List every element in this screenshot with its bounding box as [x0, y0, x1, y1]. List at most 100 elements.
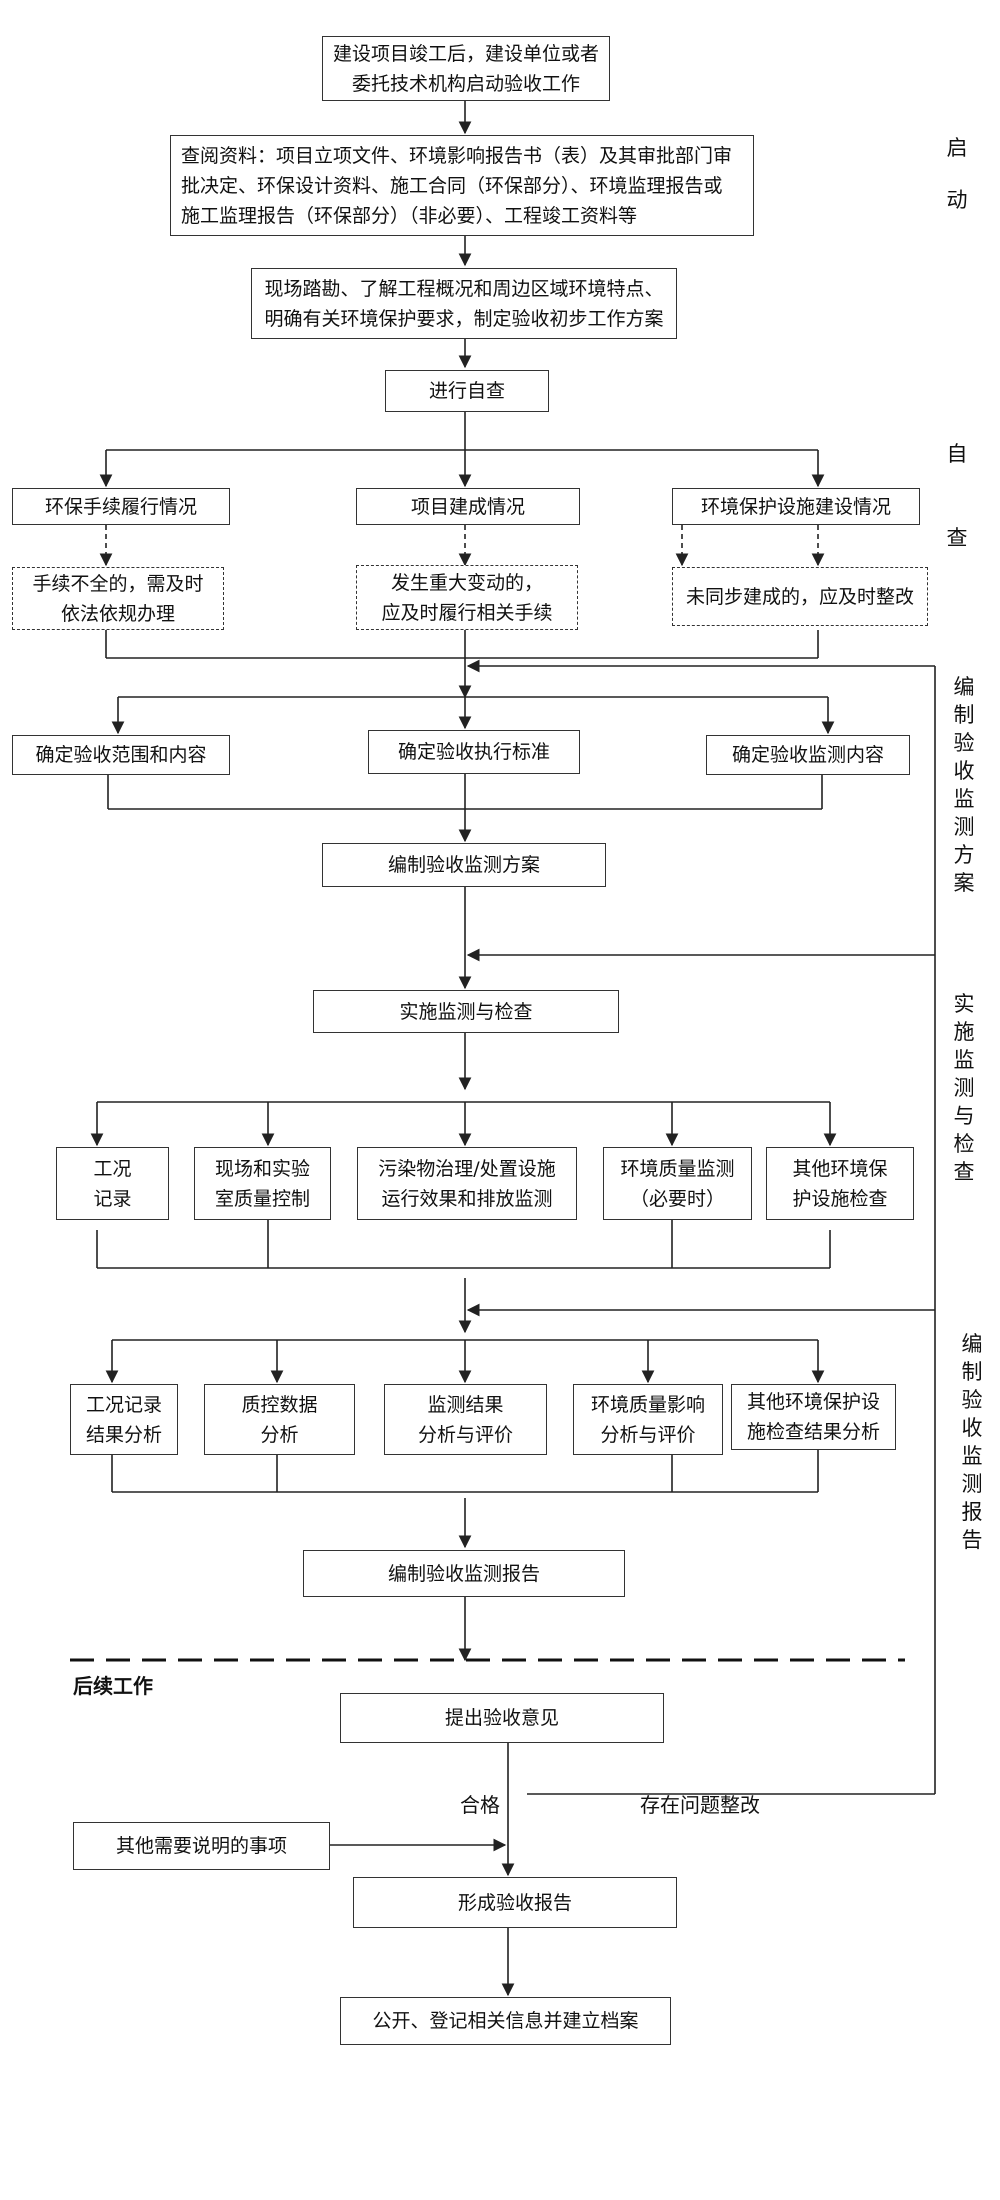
monitor-result-analysis-box: 监测结果分析与评价	[384, 1384, 547, 1455]
monitor-content-box: 确定验收监测内容	[706, 735, 910, 775]
monitor-content-label: 确定验收监测内容	[731, 744, 884, 766]
dashed-facility-label: 未同步建成的，应及时整改	[685, 585, 914, 608]
other-facility-check-box: 其他环境保护设施检查	[766, 1147, 914, 1220]
opinion-label: 提出验收意见	[444, 1707, 559, 1729]
stage-selfcheck-char-2: 查	[946, 526, 968, 550]
stage-implement: 实 施 监 测 与 检 查	[949, 990, 979, 1186]
other-matters-label: 其他需要说明的事项	[115, 1835, 287, 1857]
stage-plan-char-6: 测	[953, 815, 975, 839]
stage-selfcheck: 自 查	[942, 440, 972, 552]
stage-implement-char-5: 与	[953, 1104, 975, 1128]
standard-label: 确定验收执行标准	[397, 741, 550, 763]
stage-plan-char-7: 方	[953, 843, 975, 867]
work-record-analysis-line-1: 工况记录	[85, 1393, 162, 1416]
stage-report-char-3: 验	[961, 1388, 983, 1412]
plan-label: 编制验收监测方案	[387, 854, 540, 876]
start-line-1: 建设项目竣工后，建设单位或者	[332, 42, 599, 65]
quality-control-box: 现场和实验室质量控制	[194, 1147, 331, 1220]
monitor-result-analysis-line-1: 监测结果	[427, 1393, 504, 1416]
stage-report-char-1: 编	[961, 1332, 983, 1356]
report-box: 编制验收监测报告	[303, 1550, 625, 1597]
stage-plan-char-5: 监	[953, 787, 975, 811]
scope-label: 确定验收范围和内容	[35, 744, 207, 766]
dashed-procedure-line-1: 手续不全的，需及时	[32, 572, 204, 595]
selfcheck-box: 进行自查	[385, 370, 549, 412]
survey-line-2: 明确有关环境保护要求，制定验收初步工作方案	[264, 307, 664, 330]
work-record-line-1: 工况	[93, 1157, 132, 1180]
quality-control-line-2: 室质量控制	[214, 1187, 310, 1210]
survey-line-1: 现场踏勘、了解工程概况和周边区域环境特点、	[264, 277, 664, 300]
stage-plan-char-4: 收	[953, 759, 975, 783]
env-procedure-box: 环保手续履行情况	[12, 488, 230, 525]
implement-label: 实施监测与检查	[399, 1000, 533, 1023]
stage-start-char-1: 启	[946, 136, 968, 160]
implement-box: 实施监测与检查	[313, 990, 619, 1033]
publish-box: 公开、登记相关信息并建立档案	[340, 1997, 671, 2045]
other-facility-analysis-box: 其他环境保护设施检查结果分析	[731, 1384, 896, 1450]
stage-plan-char-8: 案	[953, 871, 975, 895]
work-record-analysis-box: 工况记录结果分析	[70, 1384, 178, 1455]
scope-box: 确定验收范围和内容	[12, 735, 230, 775]
stage-start: 启 动	[942, 134, 972, 214]
project-build-label: 项目建成情况	[410, 495, 525, 518]
accept-report-label: 形成验收报告	[457, 1891, 572, 1914]
stage-report-char-7: 报	[961, 1500, 983, 1524]
stage-start-char-2: 动	[946, 188, 968, 212]
stage-implement-char-3: 监	[953, 1048, 975, 1072]
dashed-change-line-2: 应及时履行相关手续	[381, 601, 553, 624]
docs-line-1: 查阅资料：项目立项文件、环境影响报告书（表）及其审批部门审	[181, 144, 733, 167]
env-procedure-label: 环保手续履行情况	[44, 495, 197, 518]
stage-implement-char-2: 施	[953, 1020, 975, 1044]
stage-plan-char-2: 制	[953, 703, 975, 727]
dashed-procedure-box: 手续不全的，需及时依法依规办理	[12, 567, 224, 630]
qc-data-analysis-line-1: 质控数据	[241, 1393, 318, 1416]
docs-line-3: 施工监理报告（环保部分）（非必要）、工程竣工资料等	[181, 204, 638, 227]
stage-implement-char-4: 测	[953, 1076, 975, 1100]
report-label: 编制验收监测报告	[387, 1562, 540, 1585]
env-impact-analysis-line-2: 分析与评价	[600, 1423, 696, 1446]
standard-box: 确定验收执行标准	[368, 730, 580, 774]
env-quality-monitor-line-2: （必要时）	[629, 1187, 725, 1210]
pollution-monitor-line-2: 运行效果和排放监测	[381, 1187, 553, 1210]
work-record-box: 工况记录	[56, 1147, 169, 1220]
start-box: 建设项目竣工后，建设单位或者委托技术机构启动验收工作	[322, 36, 610, 101]
stage-report-char-8: 告	[961, 1528, 983, 1552]
stage-implement-char-7: 查	[953, 1160, 975, 1184]
env-facility-label: 环境保护设施建设情况	[700, 495, 891, 518]
quality-control-line-1: 现场和实验	[214, 1157, 310, 1180]
env-impact-analysis-line-1: 环境质量影响	[590, 1393, 705, 1416]
selfcheck-label: 进行自查	[428, 380, 505, 402]
stage-implement-char-6: 检	[953, 1132, 975, 1156]
accept-report-box: 形成验收报告	[353, 1877, 677, 1928]
plan-box: 编制验收监测方案	[322, 843, 606, 887]
env-quality-monitor-line-1: 环境质量监测	[620, 1157, 735, 1180]
stage-plan-char-3: 验	[953, 731, 975, 755]
followup-label: 后续工作	[73, 1674, 153, 1698]
env-impact-analysis-box: 环境质量影响分析与评价	[573, 1384, 723, 1455]
problem-label: 存在问题整改	[640, 1793, 760, 1817]
other-facility-analysis-line-1: 其他环境保护设	[746, 1391, 880, 1413]
docs-line-2: 批决定、环保设计资料、施工合同（环保部分）、环境监理报告或	[181, 174, 723, 197]
pollution-monitor-line-1: 污染物治理/处置设施	[378, 1157, 556, 1180]
stage-plan: 编 制 验 收 监 测 方 案	[949, 673, 979, 897]
env-quality-monitor-box: 环境质量监测 （必要时）	[603, 1147, 752, 1220]
docs-box: 查阅资料：项目立项文件、环境影响报告书（表）及其审批部门审批决定、环保设计资料、…	[170, 135, 754, 236]
stage-plan-char-1: 编	[953, 675, 975, 699]
stage-implement-char-1: 实	[953, 992, 975, 1016]
other-facility-check-line-1: 其他环境保	[792, 1157, 888, 1180]
other-matters-box: 其他需要说明的事项	[73, 1822, 330, 1870]
env-facility-box: 环境保护设施建设情况	[672, 488, 920, 525]
opinion-box: 提出验收意见	[340, 1693, 664, 1743]
stage-report-char-4: 收	[961, 1416, 983, 1440]
qc-data-analysis-box: 质控数据分析	[204, 1384, 355, 1455]
stage-report-char-5: 监	[961, 1444, 983, 1468]
stage-report-char-2: 制	[961, 1360, 983, 1384]
start-line-2: 委托技术机构启动验收工作	[351, 72, 580, 95]
work-record-analysis-line-2: 结果分析	[85, 1423, 162, 1446]
dashed-facility-box: 未同步建成的，应及时整改	[672, 567, 928, 626]
work-record-line-2: 记录	[93, 1187, 132, 1210]
qualified-label: 合格	[460, 1793, 500, 1817]
dashed-change-line-1: 发生重大变动的，	[390, 571, 543, 594]
pollution-monitor-box: 污染物治理/处置设施运行效果和排放监测	[357, 1147, 577, 1220]
